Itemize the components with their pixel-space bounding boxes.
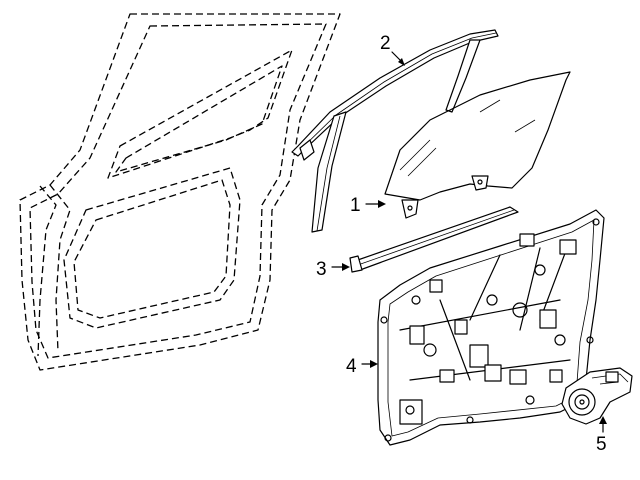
- door-frame-outline: [19, 13, 341, 371]
- callout-5-number: 5: [596, 434, 607, 455]
- callout-3: 3: [316, 259, 350, 280]
- callout-1: 1: [350, 195, 386, 216]
- regulator-carrier: [377, 209, 605, 446]
- callout-3-number: 3: [316, 259, 327, 280]
- callout-4: 4: [346, 356, 378, 377]
- callout-5: 5: [596, 416, 607, 455]
- callout-4-number: 4: [346, 356, 357, 377]
- callout-1-number: 1: [350, 195, 361, 216]
- belt-molding: [349, 206, 519, 273]
- run-channel: [291, 29, 499, 233]
- door-glass: [384, 71, 571, 219]
- window-motor: [561, 367, 633, 425]
- callout-2: 2: [380, 33, 405, 66]
- callout-2-number: 2: [380, 33, 391, 54]
